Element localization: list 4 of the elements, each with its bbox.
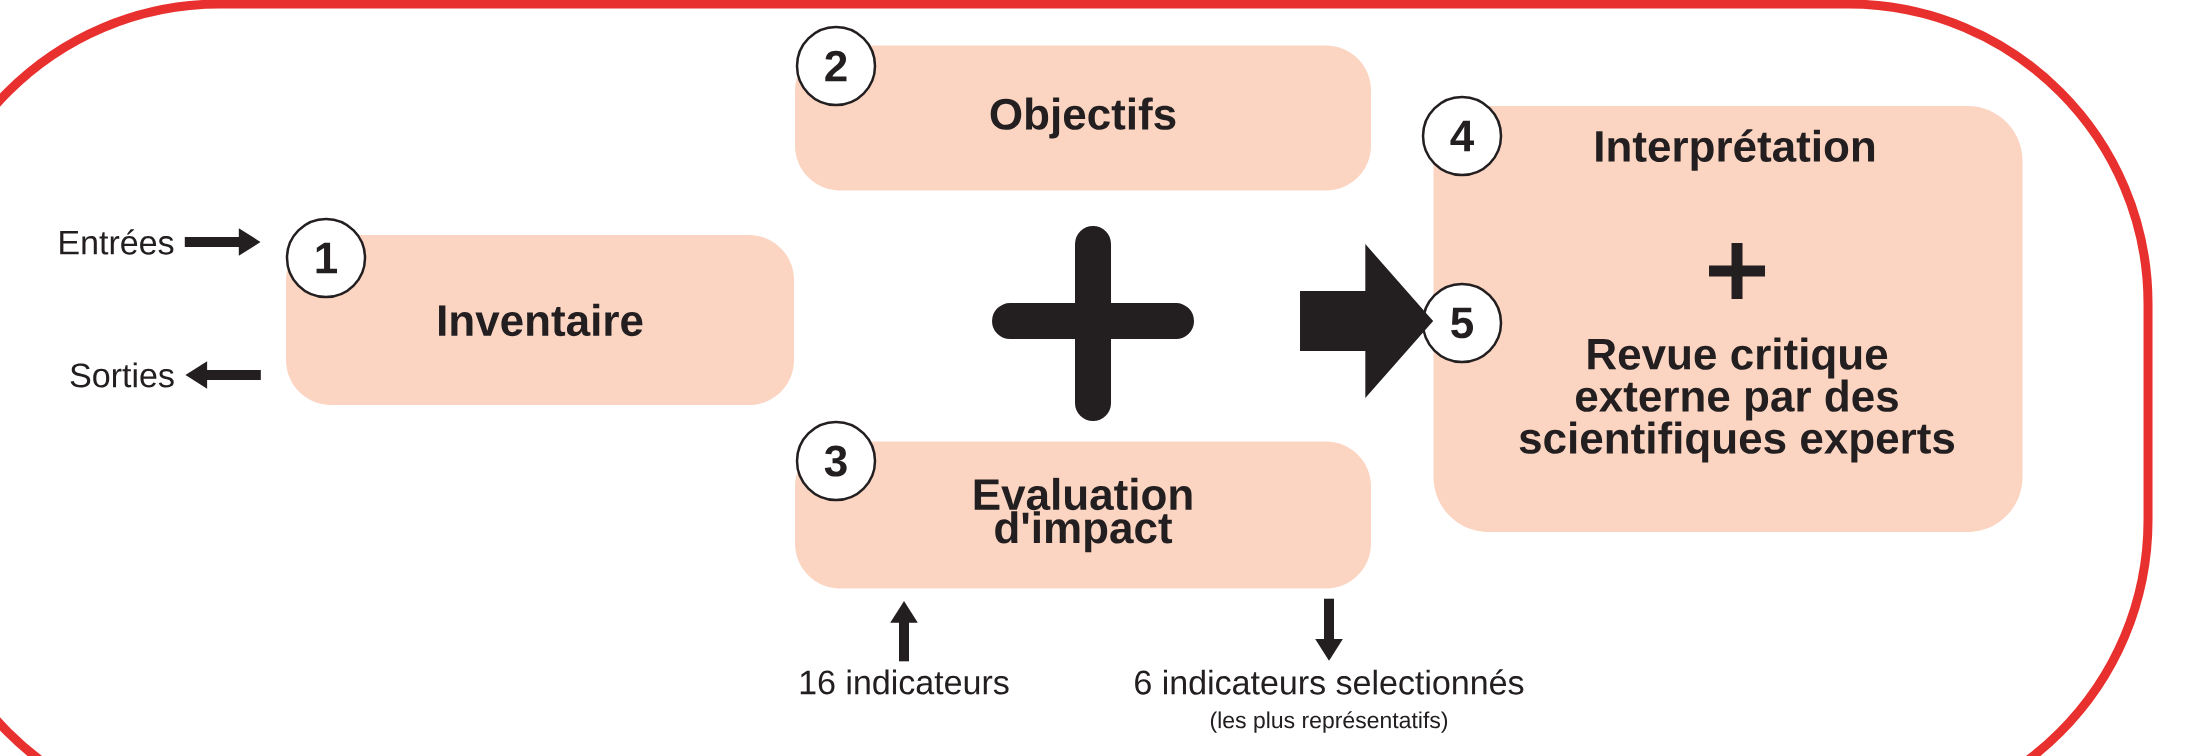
label-text: 6 indicateurs selectionnés (les plus représentatifs) [1135, 669, 1524, 733]
label-text: Entrées [60, 229, 174, 255]
label-text: Sorties [70, 362, 174, 388]
label-text: 16 indicateurs [800, 669, 1009, 695]
